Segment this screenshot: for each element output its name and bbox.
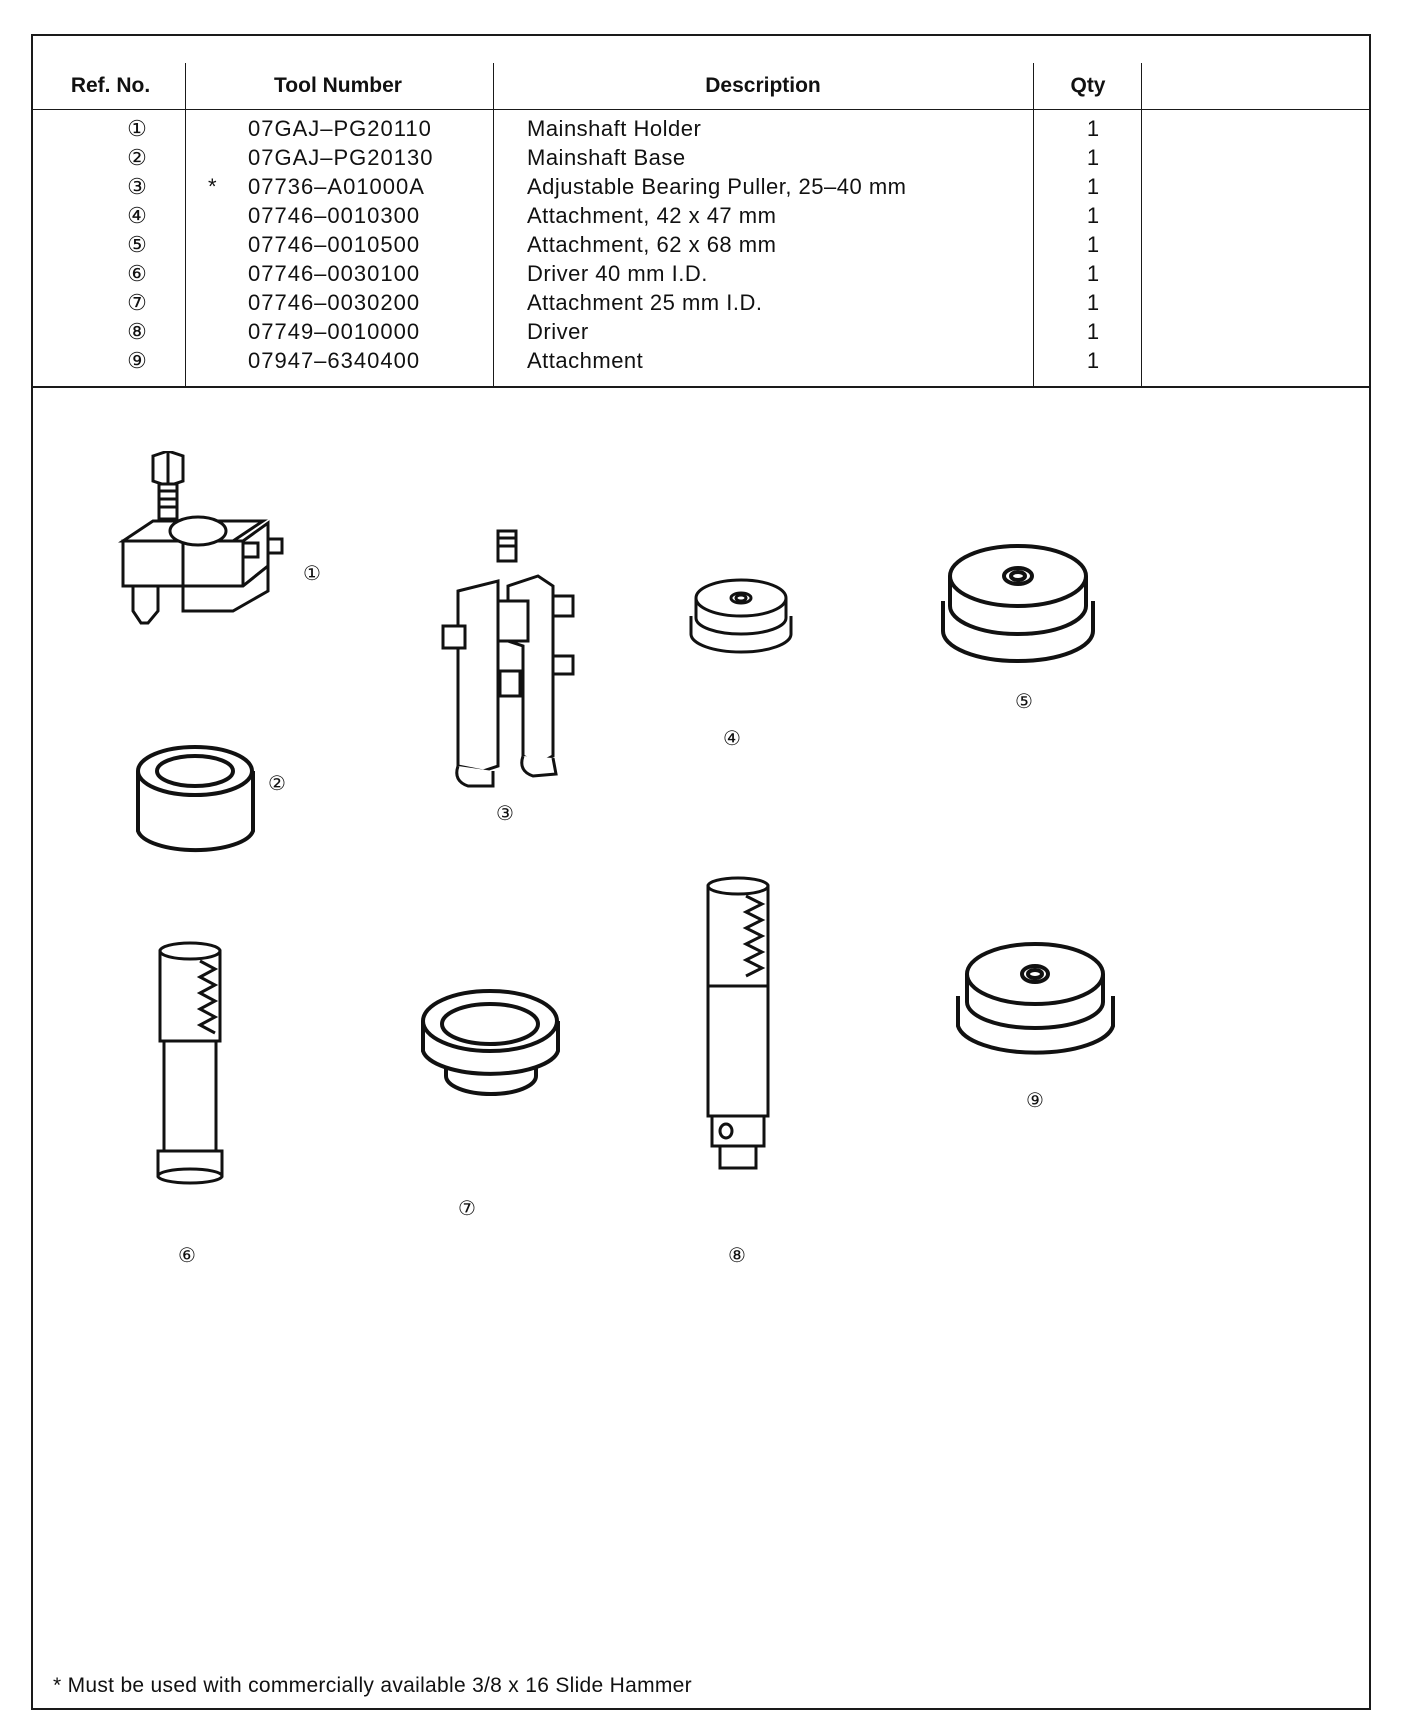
table-row: ⑧ 07749–0010000 Driver 1 [33, 319, 1369, 348]
ref-number: ③ [127, 174, 147, 199]
tool-number: 07746–0010300 [248, 203, 421, 228]
tool-number: 07749–0010000 [248, 319, 421, 344]
description: Attachment, 42 x 47 mm [527, 203, 777, 228]
footnote: * Must be used with commercially availab… [53, 1674, 692, 1697]
quantity: 1 [1086, 348, 1100, 373]
quantity: 1 [1086, 145, 1100, 170]
table-row: ③ * 07736–A01000A Adjustable Bearing Pul… [33, 174, 1369, 203]
figure-label-7: ⑦ [458, 1198, 476, 1220]
tool-sheet: Ref. No. Tool Number Description Qty ① 0… [31, 34, 1371, 1710]
header-qty: Qty [1070, 74, 1106, 97]
asterisk-mark: * [208, 174, 217, 199]
quantity: 1 [1086, 116, 1100, 141]
driver-40mm-illustration [156, 941, 224, 1185]
column-divider [493, 63, 494, 386]
table-row: ⑥ 07746–0030100 Driver 40 mm I.D. 1 [33, 261, 1369, 290]
column-divider [1141, 63, 1142, 386]
mainshaft-holder-illustration [118, 451, 284, 625]
header-tool-number: Tool Number [274, 74, 402, 97]
tool-table: Ref. No. Tool Number Description Qty ① 0… [33, 36, 1369, 388]
table-row: ⑨ 07947–6340400 Attachment 1 [33, 348, 1369, 377]
header-divider [33, 109, 1369, 110]
header-ref-no: Ref. No. [70, 74, 151, 97]
tool-number: 07GAJ–PG20110 [248, 116, 432, 141]
attachment-illustration [956, 942, 1115, 1055]
tool-number: 07GAJ–PG20130 [248, 145, 434, 170]
description: Driver [527, 319, 589, 344]
figure-label-5: ⑤ [1015, 691, 1033, 713]
figure-label-2: ② [268, 773, 286, 795]
description: Attachment [527, 348, 644, 373]
figure-label-8: ⑧ [728, 1245, 746, 1267]
tool-number: 07947–6340400 [248, 348, 421, 373]
description: Mainshaft Base [527, 145, 686, 170]
quantity: 1 [1086, 290, 1100, 315]
quantity: 1 [1086, 174, 1100, 199]
figure-label-1: ① [303, 563, 321, 585]
tool-number: 07746–0030100 [248, 261, 421, 286]
tool-number: 07746–0010500 [248, 232, 421, 257]
ref-number: ⑨ [127, 348, 147, 373]
ref-number: ⑧ [127, 319, 147, 344]
quantity: 1 [1086, 319, 1100, 344]
tool-number: 07746–0030200 [248, 290, 421, 315]
attachment-25mm-illustration [421, 989, 560, 1096]
attachment-42x47-illustration [689, 578, 793, 654]
figure-label-6: ⑥ [178, 1245, 196, 1267]
ref-number: ⑤ [127, 232, 147, 257]
table-row: ② 07GAJ–PG20130 Mainshaft Base 1 [33, 145, 1369, 174]
description: Driver 40 mm I.D. [527, 261, 708, 286]
mainshaft-base-illustration [136, 745, 255, 853]
bearing-puller-illustration [441, 529, 575, 788]
driver-illustration [706, 876, 770, 1170]
quantity: 1 [1086, 261, 1100, 286]
ref-number: ① [127, 116, 147, 141]
column-divider [1033, 63, 1034, 386]
tool-number: 07736–A01000A [248, 174, 425, 199]
header-description: Description [705, 74, 821, 97]
ref-number: ② [127, 145, 147, 170]
table-row: ④ 07746–0010300 Attachment, 42 x 47 mm 1 [33, 203, 1369, 232]
figure-label-4: ④ [723, 728, 741, 750]
table-row: ⑤ 07746–0010500 Attachment, 62 x 68 mm 1 [33, 232, 1369, 261]
description: Attachment, 62 x 68 mm [527, 232, 777, 257]
table-row: ① 07GAJ–PG20110 Mainshaft Holder 1 [33, 116, 1369, 145]
table-row: ⑦ 07746–0030200 Attachment 25 mm I.D. 1 [33, 290, 1369, 319]
quantity: 1 [1086, 203, 1100, 228]
figure-label-3: ③ [496, 803, 514, 825]
description: Mainshaft Holder [527, 116, 702, 141]
quantity: 1 [1086, 232, 1100, 257]
column-divider [185, 63, 186, 386]
description: Adjustable Bearing Puller, 25–40 mm [527, 174, 907, 199]
description: Attachment 25 mm I.D. [527, 290, 763, 315]
ref-number: ④ [127, 203, 147, 228]
ref-number: ⑥ [127, 261, 147, 286]
ref-number: ⑦ [127, 290, 147, 315]
attachment-62x68-illustration [941, 544, 1095, 663]
figure-label-9: ⑨ [1026, 1090, 1044, 1112]
